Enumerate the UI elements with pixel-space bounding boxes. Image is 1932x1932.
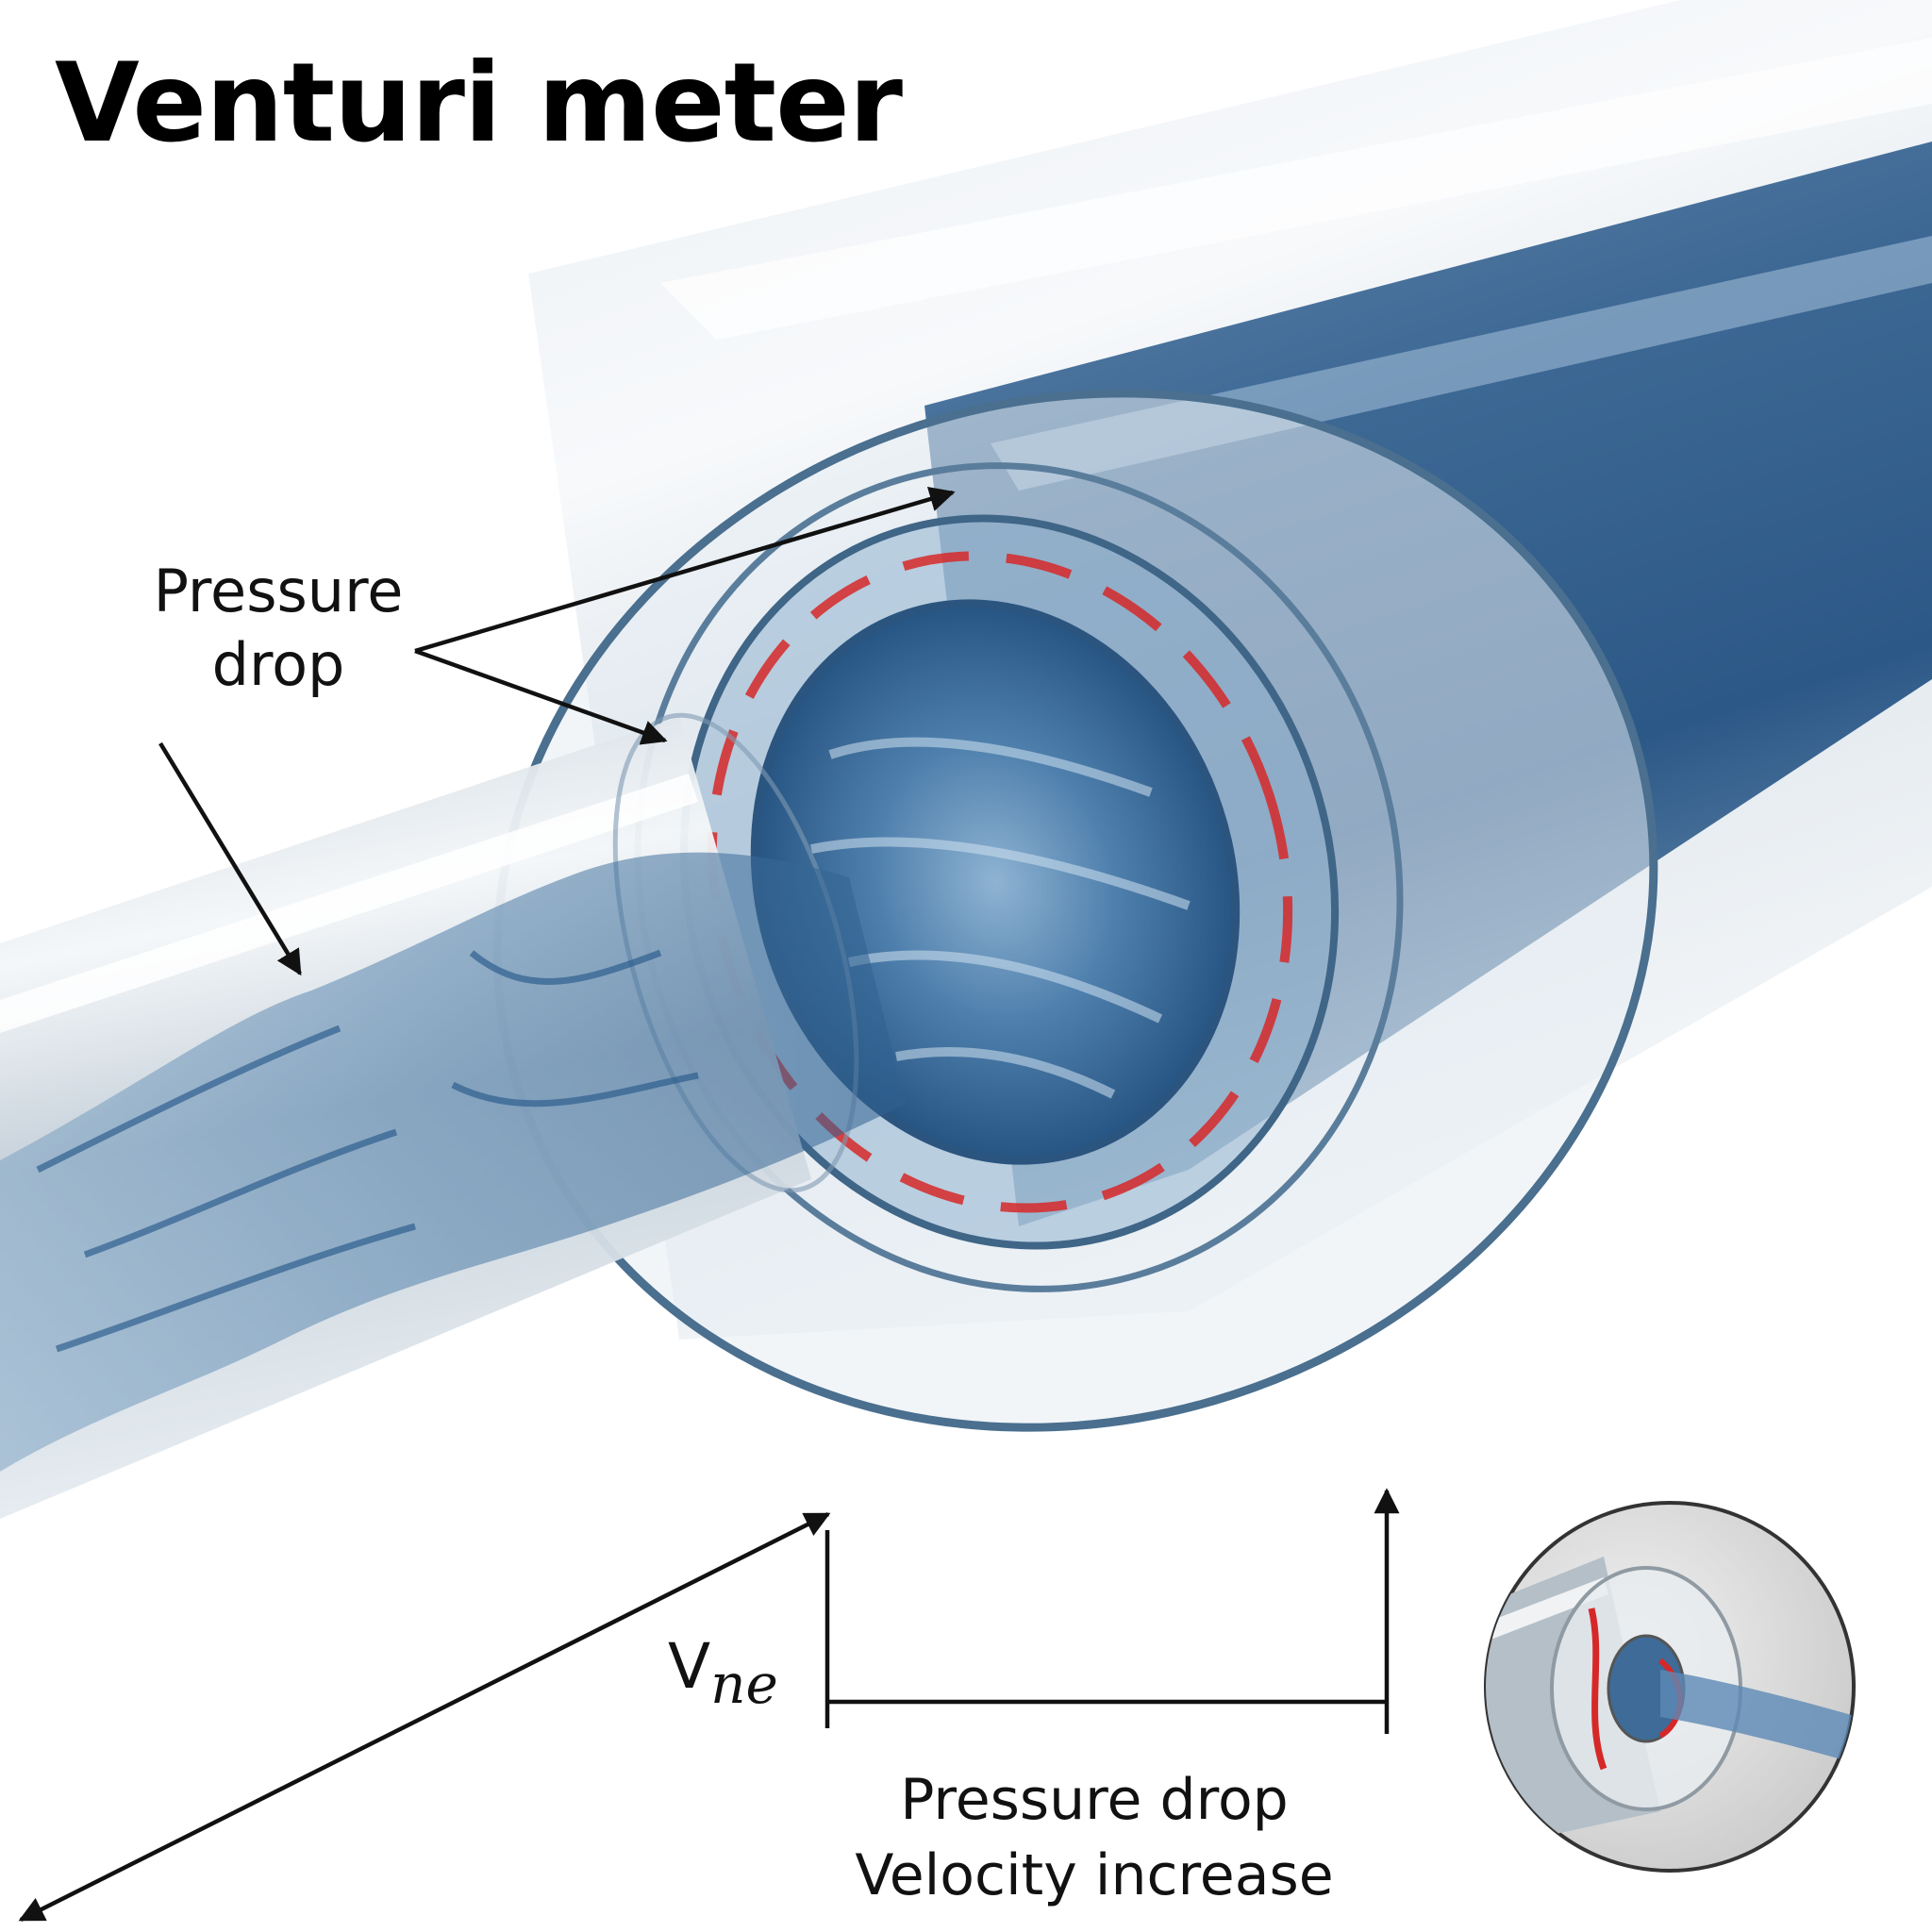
arrow-stream-pointer <box>158 741 302 976</box>
pressure-drop-label: Pressure drop <box>132 555 425 702</box>
water-ripples <box>36 949 699 1353</box>
caption-velocity-increase: Velocity increase <box>855 1842 1334 1908</box>
arrow-pressure-drop-upper <box>414 486 956 654</box>
pressure-drop-label-line2: drop <box>211 630 345 699</box>
bore-streaks <box>810 737 1191 1099</box>
velocity-symbol-label: Vne <box>668 1630 778 1716</box>
velocity-symbol: V <box>668 1630 711 1703</box>
velocity-subscript: ne <box>710 1652 778 1716</box>
outer-pipe-highlight <box>660 38 1932 340</box>
diagram-title: Venturi meter <box>55 40 903 167</box>
inset-thumbnail <box>1484 1501 1856 1873</box>
inlet-pipe-shine <box>0 774 698 1033</box>
caption-pressure-drop: Pressure drop <box>900 1767 1289 1833</box>
pressure-drop-label-line1: Pressure <box>153 557 404 625</box>
water-stream <box>0 852 906 1472</box>
dimension-caption: Pressure drop Velocity increase <box>849 1762 1340 1913</box>
annotation-arrows <box>18 486 1400 1923</box>
arrow-pressure-drop-lower <box>414 648 668 745</box>
arrow-length-diagonal <box>18 1511 831 1923</box>
